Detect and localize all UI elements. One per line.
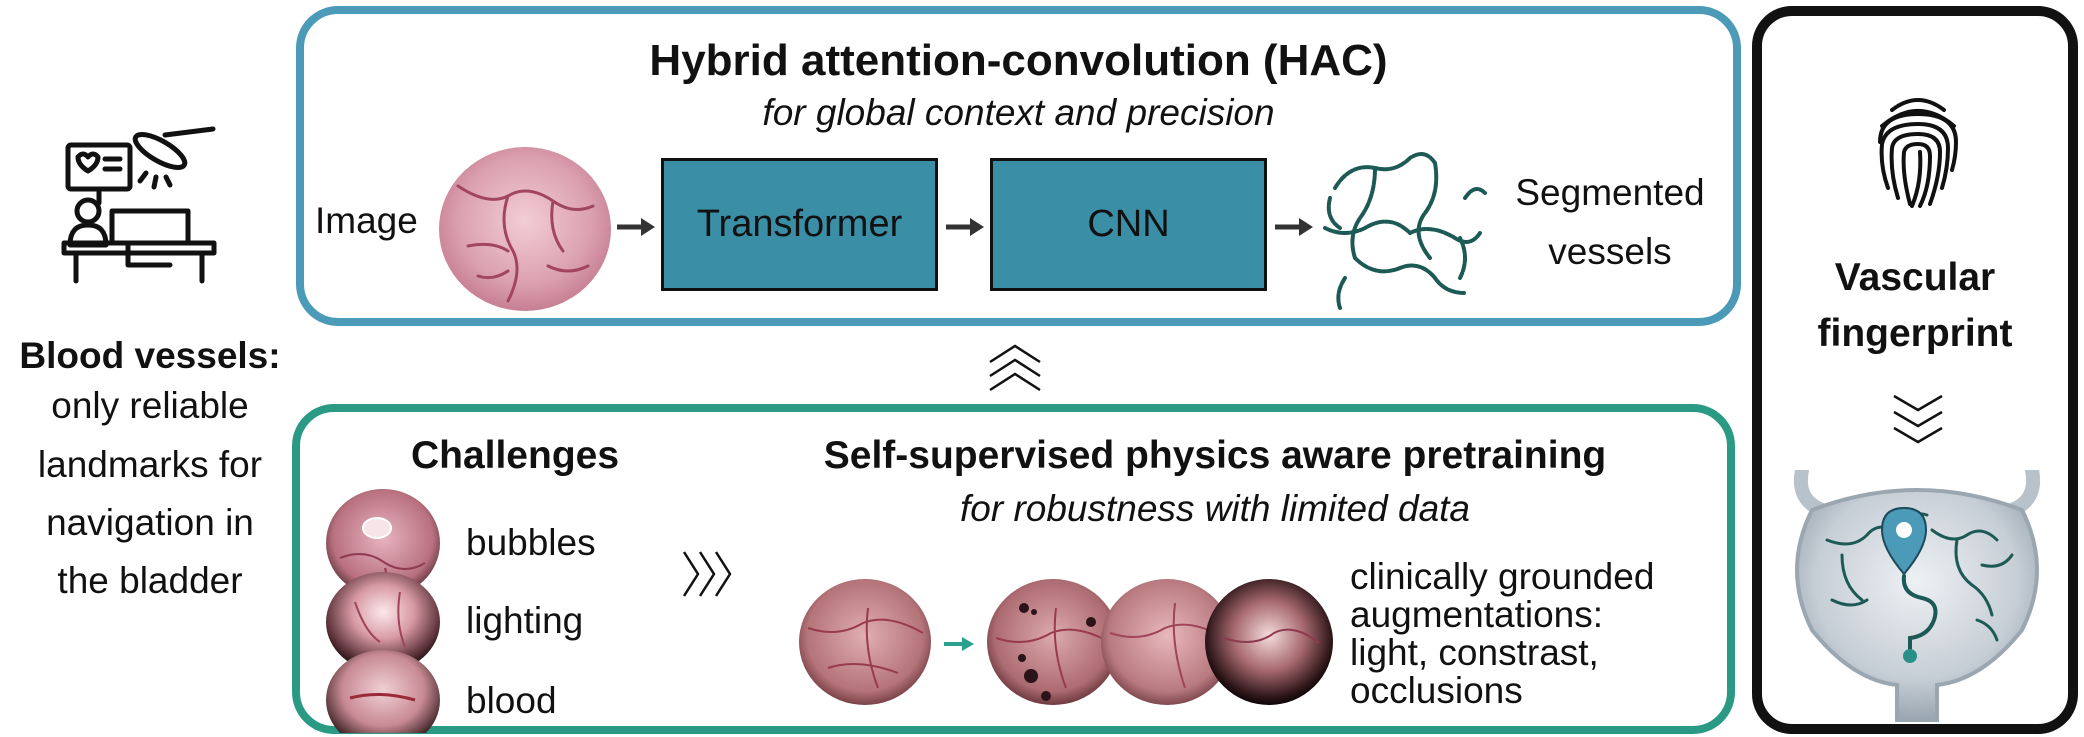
arrow-transformer-to-cnn <box>946 218 984 236</box>
fingerprint-icon <box>1878 98 1959 208</box>
hac-subtitle: for global context and precision <box>762 92 1275 133</box>
transformer-block: Transformer <box>661 158 938 291</box>
challenge-blood: blood <box>466 680 557 721</box>
output-label-1: Segmented <box>1515 172 1705 213</box>
fingerprint-title-1: Vascular <box>1834 256 1996 299</box>
hac-title: Hybrid attention-convolution (HAC) <box>649 36 1388 85</box>
cnn-block: CNN <box>990 158 1267 291</box>
endoscopy-image <box>439 147 611 311</box>
pretraining-subtitle: for robustness with limited data <box>959 488 1470 529</box>
lighting-image <box>326 572 440 672</box>
augmentation-line-3: light, constrast, <box>1350 632 1599 673</box>
double-chevron-up-icon <box>989 344 1041 392</box>
arrow-cnn-to-output <box>1275 218 1313 236</box>
fingerprint-panel <box>1752 6 2078 734</box>
augmentation-line-4: occlusions <box>1350 670 1523 711</box>
left-line-1: only reliable <box>51 385 249 426</box>
augmentation-line-1: clinically grounded <box>1350 556 1655 597</box>
triple-chevron-right-icon <box>682 551 732 597</box>
blood-image <box>326 650 440 733</box>
hac-panel <box>296 6 1741 326</box>
output-label-2: vessels <box>1548 231 1672 272</box>
left-line-2: landmarks for <box>37 444 263 485</box>
bubbles-image <box>326 489 440 597</box>
bladder-localization-illustration <box>1794 470 2040 722</box>
fingerprint-title-2: fingerprint <box>1817 312 2013 355</box>
image-label: Image <box>315 200 418 241</box>
left-heading: Blood vessels: <box>19 335 281 376</box>
original-image <box>799 579 931 705</box>
surgeon-workstation-icon <box>61 126 217 284</box>
arrow-image-to-transformer <box>617 218 655 236</box>
challenge-bubbles: bubbles <box>466 522 596 563</box>
challenge-lighting: lighting <box>466 600 584 641</box>
segmented-vessels-image <box>1323 152 1487 310</box>
augmentation-line-2: augmentations: <box>1350 594 1604 635</box>
pretraining-title: Self-supervised physics aware pretrainin… <box>823 434 1607 477</box>
contrast-augmented-image <box>1205 579 1333 705</box>
challenges-title: Challenges <box>410 434 620 477</box>
augmentation-arrow <box>944 637 974 651</box>
left-line-4: the bladder <box>57 560 243 601</box>
pretraining-panel <box>292 404 1735 734</box>
triple-chevron-down-icon <box>1893 394 1943 444</box>
left-line-3: navigation in <box>46 502 254 543</box>
occlusion-augmented-image <box>987 579 1119 705</box>
